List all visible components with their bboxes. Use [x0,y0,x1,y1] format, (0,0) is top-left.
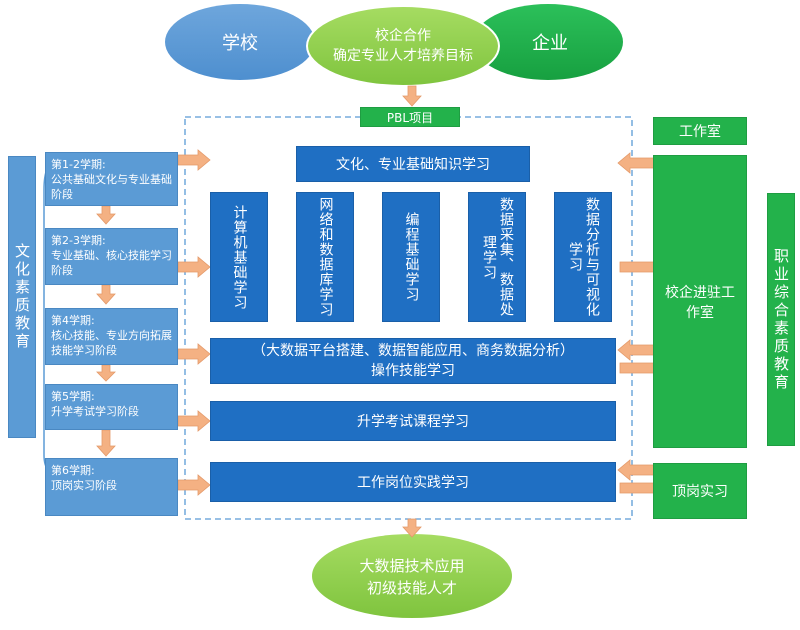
down-arrow-result [402,518,422,538]
semester-3-desc: 核心技能、专业方向拓展技能学习阶段 [51,329,172,357]
skills-line2: 操作技能学习 [371,363,455,379]
down-arrow-coop [402,85,422,107]
skills-block: （大数据平台搭建、数据智能应用、商务数据分析） 操作技能学习 [210,338,616,384]
school-label: 学校 [222,33,258,54]
arrow-sem5 [177,474,211,496]
result-label: 大数据技术应用 初级技能人才 [312,548,512,606]
cooperation-label: 校企合作 确定专业人才培养目标 [310,14,496,78]
semester-4-desc: 升学考试学习阶段 [51,405,139,418]
course-data-analysis: 数据分析与可视化学习 [554,192,612,322]
semester-4: 第5学期: 升学考试学习阶段 [45,384,178,430]
internship-block: 顶岗实习 [653,463,747,519]
semester-1: 第1-2学期: 公共基础文化与专业基础阶段 [45,152,178,206]
enterprise-studio-block: 校企进驻工作室 [653,155,747,448]
course-network-db: 网络和数据库学习 [296,192,354,322]
semester-2-desc: 专业基础、核心技能学习阶段 [51,249,172,277]
enterprise-ellipse [473,4,623,80]
course-data-collection: 数据采集、数据处理学习 [468,192,526,322]
semester-2-title: 第2-3学期: [51,234,106,247]
pbl-label: PBL项目 [360,107,460,127]
semester-4-title: 第5学期: [51,390,95,403]
cooperation-line1: 校企合作 [375,28,431,44]
course-computer: 计算机基础学习 [210,192,268,322]
practice-block: 工作岗位实践学习 [210,462,616,502]
studio-block: 工作室 [653,117,747,145]
result-ellipse [312,534,512,618]
course-programming: 编程基础学习 [382,192,440,322]
semester-5-desc: 顶岗实习阶段 [51,479,117,492]
skills-line1: （大数据平台搭建、数据智能应用、商务数据分析） [252,343,574,359]
enterprise-label: 企业 [532,33,568,54]
culture-education-label: 文化素质教育 [13,243,31,351]
down-arrow-1 [96,205,116,225]
result-line1: 大数据技术应用 [359,557,465,575]
school-ellipse [165,4,315,80]
arrow-sem3 [177,343,211,365]
semester-3-title: 第4学期: [51,314,95,327]
semester-1-title: 第1-2学期: [51,158,106,171]
arrow-sem2 [177,256,211,278]
cooperation-ellipse [306,5,500,87]
arrow-sem1 [177,149,211,171]
foundation-block: 文化、专业基础知识学习 [296,146,530,182]
semester-5: 第6学期: 顶岗实习阶段 [45,458,178,516]
vocational-education-column: 职业综合素质教育 [767,193,795,446]
down-arrow-4 [96,429,116,457]
vocational-education-label: 职业综合素质教育 [772,247,790,392]
result-line2: 初级技能人才 [366,579,457,597]
culture-education-column: 文化素质教育 [8,156,36,438]
semester-3: 第4学期: 核心技能、专业方向拓展技能学习阶段 [45,308,178,365]
down-arrow-3 [96,364,116,382]
down-arrow-2 [96,284,116,305]
semester-1-desc: 公共基础文化与专业基础阶段 [51,173,172,201]
semester-2: 第2-3学期: 专业基础、核心技能学习阶段 [45,228,178,285]
semester-5-title: 第6学期: [51,464,95,477]
exam-block: 升学考试课程学习 [210,401,616,441]
cooperation-line2: 确定专业人才培养目标 [333,48,473,64]
arrow-sem4 [177,410,211,432]
